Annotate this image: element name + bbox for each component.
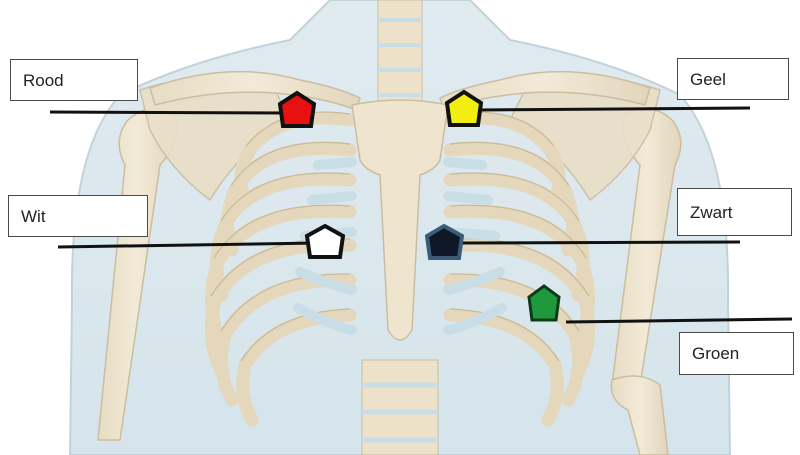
electrode-rood — [280, 93, 314, 126]
label-wit: Wit — [8, 195, 148, 237]
label-wit-text: Wit — [21, 208, 46, 225]
label-zwart: Zwart — [677, 188, 792, 236]
electrode-zwart — [427, 226, 462, 258]
electrode-geel — [447, 92, 481, 125]
label-zwart-text: Zwart — [690, 204, 733, 221]
label-geel: Geel — [677, 58, 789, 100]
label-geel-text: Geel — [690, 71, 726, 88]
label-groen: Groen — [679, 332, 794, 375]
label-groen-text: Groen — [692, 345, 739, 362]
electrode-groen — [529, 286, 559, 320]
label-rood-text: Rood — [23, 72, 64, 89]
label-rood: Rood — [10, 59, 138, 101]
electrode-wit — [307, 226, 343, 257]
